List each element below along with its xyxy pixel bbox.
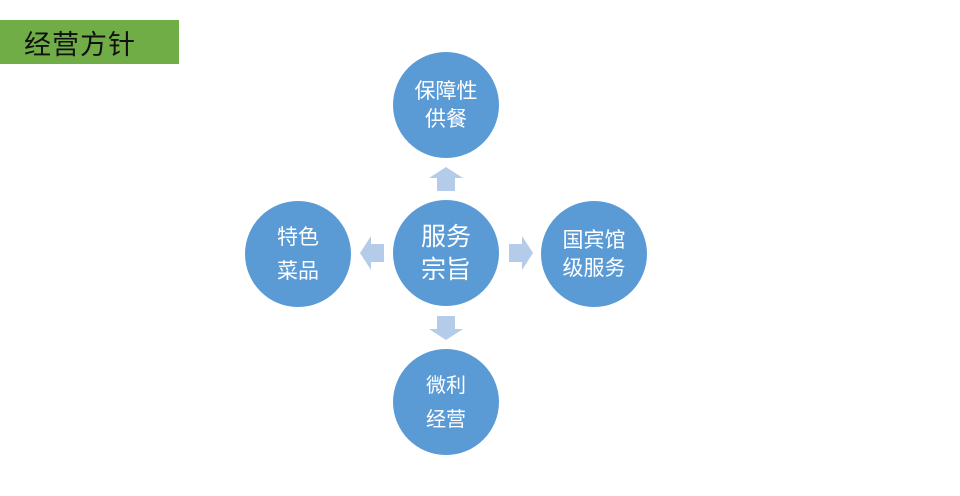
node-bottom-line2: 经营	[426, 407, 466, 431]
title-banner: 经营方针	[0, 20, 179, 64]
node-bottom: 微利 经营	[393, 349, 499, 455]
arrow-left-icon	[360, 236, 384, 270]
node-left-line2: 菜品	[277, 259, 319, 283]
center-node-line2: 宗旨	[420, 255, 471, 284]
arrow-up-icon	[429, 167, 463, 191]
node-left-line1: 特色	[277, 225, 319, 249]
center-node: 服务 宗旨	[393, 200, 499, 306]
node-left: 特色 菜品	[245, 201, 351, 307]
node-top-line1: 保障性	[414, 79, 478, 103]
node-right-line1: 国宾馆	[562, 228, 626, 252]
center-node-line1: 服务	[420, 222, 471, 251]
node-top: 保障性 供餐	[393, 52, 499, 158]
node-bottom-line1: 微利	[426, 373, 466, 397]
slide-title: 经营方针	[24, 29, 136, 61]
node-top-line2: 供餐	[425, 107, 467, 131]
arrow-down-icon	[429, 316, 463, 340]
node-right-line2: 级服务	[562, 256, 626, 280]
arrow-right-icon	[509, 236, 533, 270]
node-right: 国宾馆 级服务	[541, 201, 647, 307]
